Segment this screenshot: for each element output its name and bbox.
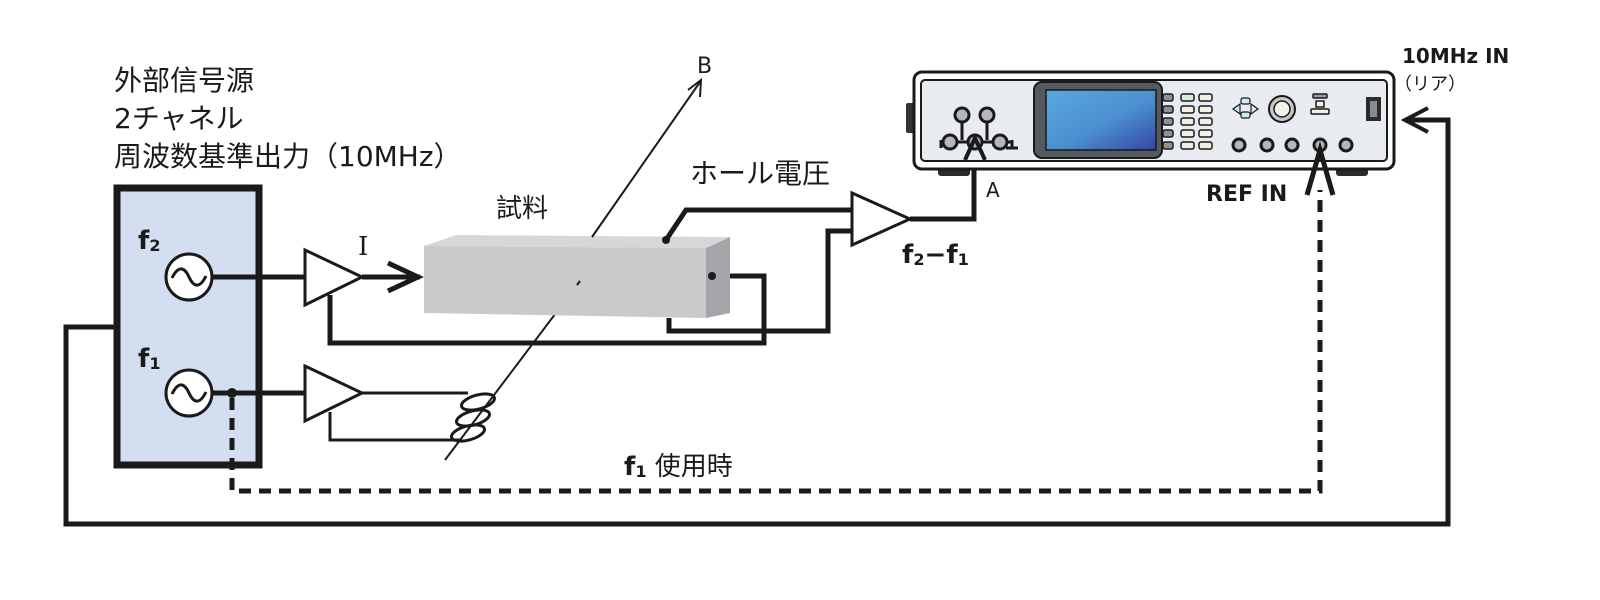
sample-label: 試料: [496, 194, 549, 224]
ref-in-label: REF IN: [1206, 182, 1288, 207]
ref-10mhz-wire: [63, 117, 1451, 527]
input-a-arrowhead: [963, 133, 987, 161]
signal-source-title-line-1: 外部信号源: [114, 64, 255, 97]
bnc-connectors: [1231, 137, 1354, 153]
local-key-icon: [1310, 93, 1330, 115]
signal-source-box: [113, 184, 263, 469]
hall-voltage-wire-bottom: [666, 228, 852, 334]
ext-ref-in-label: 10MHz IN: [1402, 44, 1510, 68]
input-a-label: A: [986, 178, 1000, 202]
signal-source-title-line-2: 2チャネル: [114, 102, 244, 135]
magnetic-field-line-upper: [591, 81, 701, 238]
diff-frequency-label: f2−f1: [902, 240, 969, 270]
signal-source-title: 外部信号源 2チャネル 周波数基準出力（10MHz）: [114, 62, 462, 176]
hall-contact-side: [708, 272, 716, 280]
ref-in-arrowhead: [1304, 140, 1336, 196]
coil-return-wire: [328, 412, 462, 442]
coil-amplifier-icon: [303, 363, 366, 424]
ref-10mhz-arrowhead: [1400, 106, 1429, 134]
channel-f1-label: f1: [138, 344, 161, 374]
f1-ref-dashed-wire: [229, 190, 1323, 494]
ext-ref-in-note: （リア）: [1394, 74, 1466, 95]
signal-source-title-line-3: 周波数基準出力（10MHz）: [114, 140, 462, 173]
magnetic-field-arrowhead: [687, 77, 703, 98]
arrow-pad-icon: [1231, 97, 1260, 119]
current-return-wire: [327, 273, 767, 346]
channel-f2-label: f2: [138, 226, 161, 256]
magnetic-field-label: B: [697, 54, 713, 79]
oscillator-f2-icon: [164, 252, 214, 302]
softkeys: [1162, 93, 1174, 150]
f1-usage-label: f1 使用時: [624, 452, 733, 482]
diff-amplifier-icon: [850, 190, 914, 248]
hall-voltage-label: ホール電圧: [690, 157, 831, 190]
magnet-coil-icon: [449, 392, 497, 443]
current-amplifier-icon: [303, 247, 366, 308]
f1-junction-dot: [227, 388, 237, 398]
oscillator-f1-icon: [164, 368, 214, 418]
hall-voltage-wire-top: [663, 207, 852, 242]
current-arrowhead: [386, 260, 424, 294]
sample-block: [424, 235, 730, 318]
keypad: [1180, 93, 1213, 150]
lockin-amplifier-instrument: [906, 70, 1396, 176]
rotary-knob-icon: [1268, 95, 1296, 123]
current-label: I: [358, 232, 369, 262]
